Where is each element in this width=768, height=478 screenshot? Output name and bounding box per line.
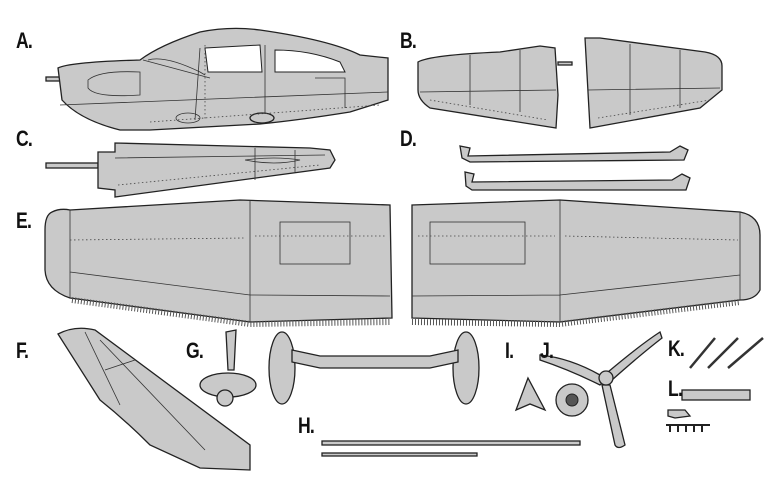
label-f: F. bbox=[16, 338, 29, 363]
label-g: G. bbox=[186, 338, 204, 363]
pushrods-part bbox=[689, 337, 764, 369]
label-a: A. bbox=[16, 28, 33, 53]
fin-part bbox=[57, 327, 251, 471]
label-k: K. bbox=[668, 336, 685, 361]
label-e: E. bbox=[16, 208, 32, 233]
propeller-part bbox=[539, 330, 663, 449]
nose-gear-part bbox=[199, 329, 257, 407]
label-i: I. bbox=[505, 338, 514, 363]
fuselage-part bbox=[45, 27, 389, 131]
tail-skid-part bbox=[514, 376, 547, 412]
label-c: C. bbox=[16, 126, 33, 151]
struts-part bbox=[459, 145, 691, 191]
wing-part bbox=[44, 199, 761, 328]
tail-section-part bbox=[45, 142, 336, 198]
stabilizer-part bbox=[417, 37, 723, 129]
label-d: D. bbox=[400, 126, 417, 151]
label-h: H. bbox=[298, 413, 315, 438]
label-b: B. bbox=[400, 28, 417, 53]
label-l: L. bbox=[668, 376, 683, 401]
main-gear-part bbox=[268, 331, 581, 457]
label-j: J. bbox=[540, 338, 554, 363]
hardware-part bbox=[666, 389, 751, 432]
